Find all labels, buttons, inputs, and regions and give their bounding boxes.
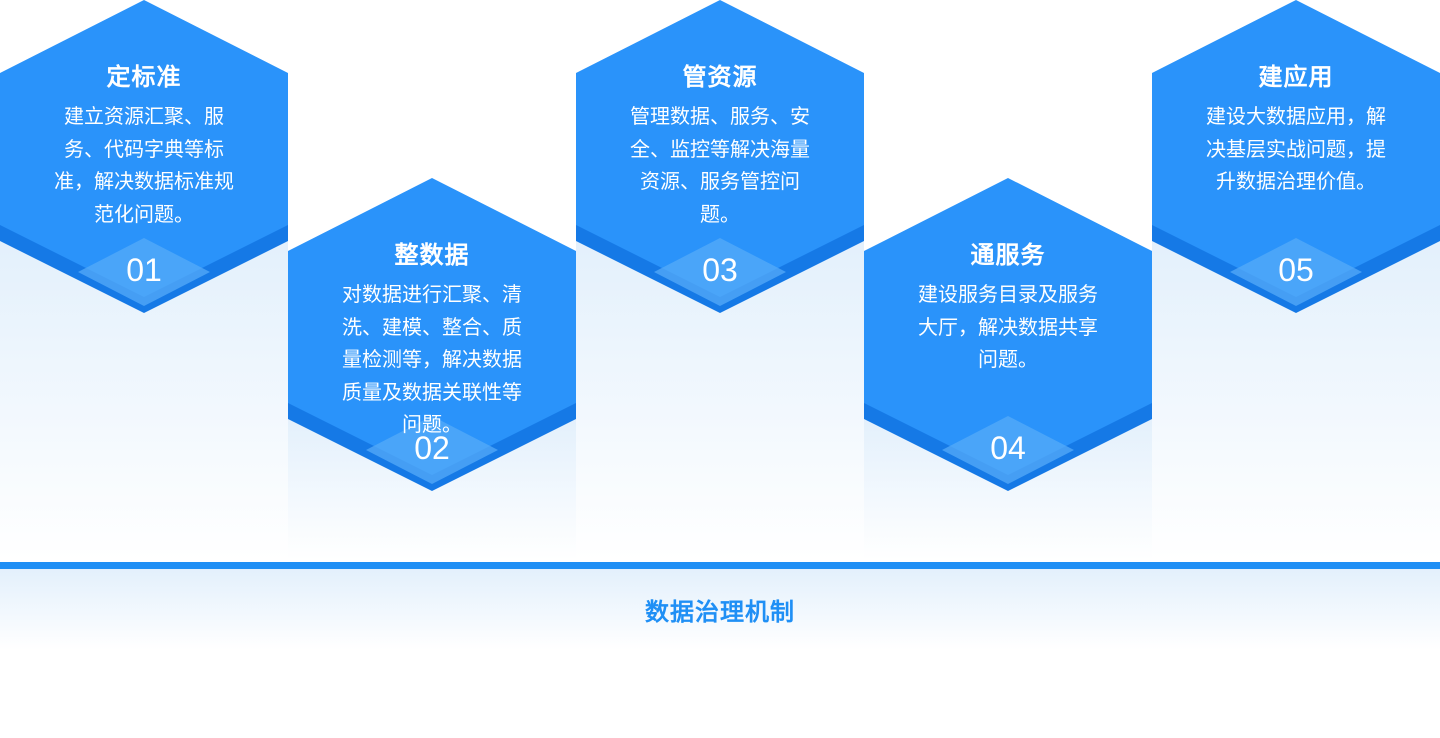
hexagon-shape: [1152, 0, 1440, 560]
number-badge: [366, 416, 498, 484]
number-badge: [654, 238, 786, 306]
step-title: 管资源: [682, 63, 758, 91]
hexagon-body: [288, 178, 576, 475]
step-description: 对数据进行汇聚、清洗、建模、整合、质量检测等，解决数据质量及数据关联性等问题。: [332, 278, 532, 441]
description-line: 全、监控等解决海量: [630, 136, 810, 161]
number-badge: [942, 416, 1074, 484]
hexagon-shape: [576, 0, 864, 560]
step-number: 04: [990, 430, 1026, 466]
step-description: 建设服务目录及服务大厅，解决数据共享问题。: [908, 278, 1108, 376]
hexagon-shape: [0, 0, 288, 560]
description-line: 问题。: [402, 412, 462, 436]
description-line: 大厅，解决数据共享: [918, 314, 1098, 339]
description-line: 建设服务目录及服务: [918, 282, 1098, 306]
description-line: 量检测等，解决数据: [342, 347, 522, 371]
step-2: 整数据对数据进行汇聚、清洗、建模、整合、质量检测等，解决数据质量及数据关联性等问…: [288, 178, 576, 738]
step-title: 通服务: [970, 241, 1046, 269]
mechanism-label: 数据治理机制: [645, 598, 795, 626]
description-line: 范化问题。: [94, 201, 194, 226]
description-line: 质量及数据关联性等: [342, 379, 522, 404]
step-description: 管理数据、服务、安全、监控等解决海量资源、服务管控问题。: [620, 100, 820, 230]
step-5: 建应用建设大数据应用，解决基层实战问题，提升数据治理价值。 05: [1152, 0, 1440, 560]
base-band: [0, 569, 1440, 650]
hexagon-shape: [864, 178, 1152, 560]
number-badge: [1230, 238, 1362, 306]
step-title: 定标准: [106, 63, 182, 91]
description-line: 决基层实战问题，提: [1206, 136, 1386, 161]
step-number: 02: [414, 430, 450, 466]
step-number: 01: [126, 252, 162, 288]
description-line: 洗、建模、整合、质: [342, 314, 522, 339]
hexagon-body: [576, 0, 864, 297]
step-number: 05: [1278, 252, 1314, 288]
number-badge: [78, 238, 210, 306]
description-line: 资源、服务管控问: [640, 169, 800, 193]
step-3: 管资源管理数据、服务、安全、监控等解决海量资源、服务管控问题。 03: [576, 0, 864, 560]
step-title: 建应用: [1258, 63, 1334, 91]
step-number: 03: [702, 252, 738, 288]
description-line: 对数据进行汇聚、清: [342, 282, 522, 306]
step-title: 整数据: [394, 241, 470, 269]
description-line: 建立资源汇聚、服: [64, 104, 224, 128]
hexagon-shape: [288, 178, 576, 560]
step-4: 通服务建设服务目录及服务大厅，解决数据共享问题。 04: [864, 178, 1152, 738]
hexagon-body: [864, 178, 1152, 475]
description-line: 管理数据、服务、安: [630, 104, 810, 128]
description-line: 准，解决数据标准规: [54, 169, 234, 193]
description-line: 建设大数据应用，解: [1206, 104, 1386, 128]
hexagon-body: [1152, 0, 1440, 297]
description-line: 升数据治理价值。: [1216, 169, 1376, 193]
description-line: 题。: [700, 201, 740, 226]
hexagon-body: [0, 0, 288, 297]
step-description: 建设大数据应用，解决基层实战问题，提升数据治理价值。: [1196, 100, 1396, 198]
base-line: [0, 562, 1440, 569]
description-line: 问题。: [978, 347, 1038, 371]
step-description: 建立资源汇聚、服务、代码字典等标准，解决数据标准规范化问题。: [44, 100, 244, 230]
step-1: 定标准建立资源汇聚、服务、代码字典等标准，解决数据标准规范化问题。 01: [0, 0, 288, 560]
description-line: 务、代码字典等标: [64, 136, 224, 161]
